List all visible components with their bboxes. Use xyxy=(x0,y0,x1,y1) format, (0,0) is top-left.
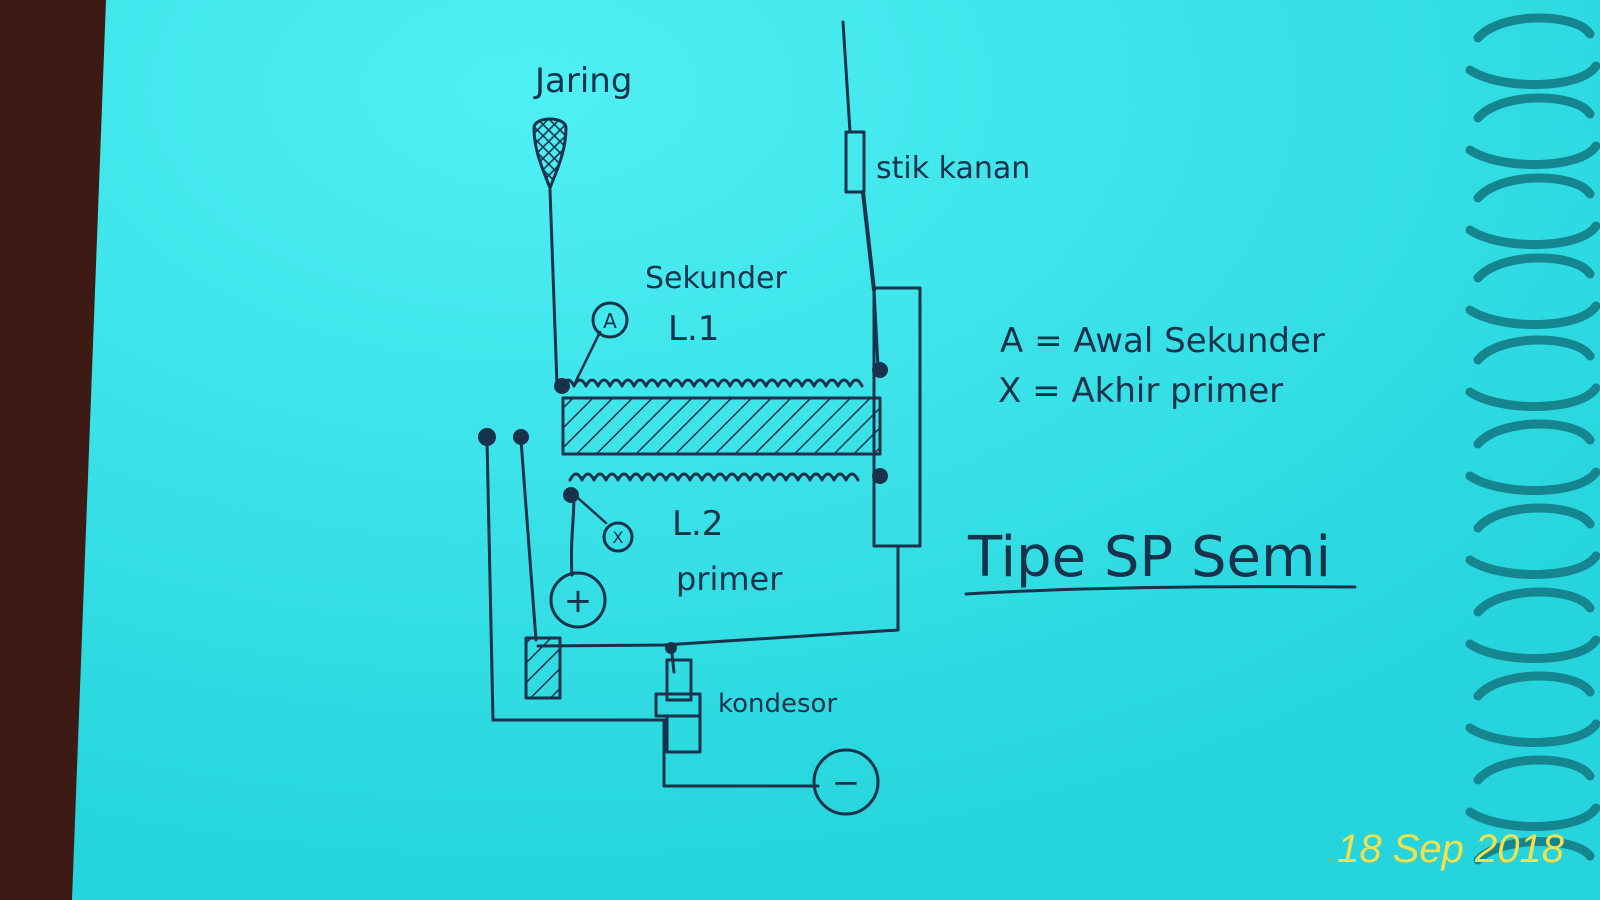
junction-dots xyxy=(478,362,888,654)
label-net: Jaring xyxy=(533,61,632,101)
label-primary: primer xyxy=(676,560,783,598)
bottom-rail-wire xyxy=(536,544,900,648)
terminal-x-label: X xyxy=(613,528,624,547)
transformer-core xyxy=(561,396,882,456)
capacitor-base xyxy=(665,714,702,754)
right-stick-rod xyxy=(844,130,866,194)
capacitor-body xyxy=(654,692,702,718)
terminal-x-pointer xyxy=(576,496,608,525)
stick-wire xyxy=(861,190,876,292)
legend-akhir-primer: X = Akhir primer xyxy=(998,371,1283,411)
negative-sign: − xyxy=(832,763,861,803)
net-icon xyxy=(532,117,568,190)
label-coil-l1: L.1 xyxy=(668,309,719,349)
positive-sign: + xyxy=(564,581,593,621)
label-right-stick: stik kanan xyxy=(876,151,1030,186)
inner-terminal-wire xyxy=(519,438,538,642)
terminal-a-circle xyxy=(591,301,629,339)
label-coil-l2: L.2 xyxy=(672,504,723,544)
capacitor-cap xyxy=(665,658,693,702)
net-wire xyxy=(548,188,559,387)
terminal-x-circle xyxy=(602,521,634,553)
label-secondary: Sekunder xyxy=(645,261,787,296)
stick-wire-top xyxy=(841,20,852,134)
date-stamp: 18 Sep 2018 xyxy=(1337,827,1565,871)
primary-coil-l2 xyxy=(568,472,860,482)
positive-terminal-icon xyxy=(549,571,607,629)
switch-block xyxy=(524,636,562,700)
terminal-a-label: A xyxy=(603,309,617,333)
title-underline xyxy=(964,585,1357,596)
left-terminal-wire xyxy=(485,438,495,722)
secondary-coil-l1 xyxy=(560,378,864,388)
legend-awal-sekunder: A = Awal Sekunder xyxy=(1000,321,1325,361)
label-capacitor: kondesor xyxy=(718,689,837,719)
negative-terminal-icon xyxy=(812,748,880,816)
terminal-a-pointer xyxy=(573,330,602,385)
spiral-binding xyxy=(1465,13,1600,865)
negative-wire xyxy=(662,718,820,788)
diagram-title: Tipe SP Semi xyxy=(967,525,1331,590)
